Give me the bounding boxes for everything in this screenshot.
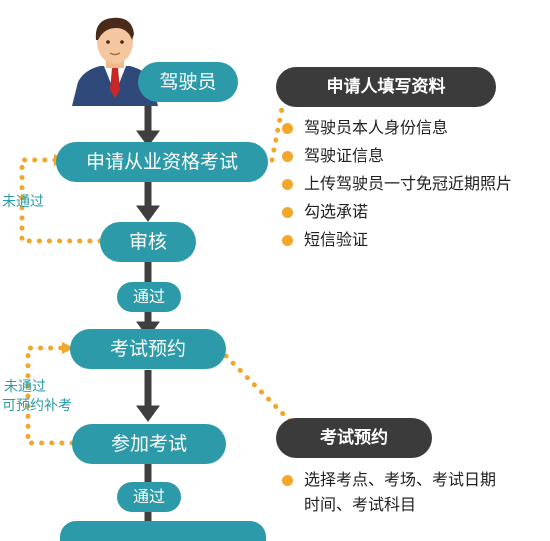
bullet-dot-icon [282, 475, 293, 486]
driver-node: 驾驶员 [138, 62, 238, 102]
take-exam-node: 参加考试 [72, 424, 226, 464]
bullet-dot-icon [282, 235, 293, 246]
fail-label-2: 未通过 [4, 379, 46, 395]
list-item: 选择考点、考场、考试日期 [282, 466, 496, 494]
review-node: 审核 [100, 222, 196, 262]
flow-arrow [136, 180, 160, 222]
applicant-info-list: 驾驶员本人身份信息 驾驶证信息 上传驾驶员一寸免冠近期照片 勾选承诺 短信验证 [282, 114, 512, 254]
retry-arrowhead-2 [62, 342, 74, 354]
flow-arrow [136, 370, 160, 422]
fail-label-1: 未通过 [2, 194, 44, 210]
exam-booking-node: 考试预约 [70, 329, 226, 369]
bullet-dot-icon [282, 151, 293, 162]
panel-applicant-info-title: 申请人填写资料 [276, 67, 496, 107]
apply-exam-node: 申请从业资格考试 [56, 142, 268, 182]
list-item-text: 选择考点、考场、考试日期 [304, 470, 497, 489]
pass-badge-2: 通过 [117, 482, 181, 512]
list-item: 驾驶证信息 [282, 142, 512, 170]
bullet-dot-icon [282, 123, 293, 134]
exam-booking-list: 选择考点、考场、考试日期 时间、考试科目 [282, 466, 496, 516]
retake-label: 可预约补考 [2, 398, 72, 414]
bullet-dot-icon [282, 207, 293, 218]
retry-loop-2 [25, 345, 75, 446]
list-item: 短信验证 [282, 226, 512, 254]
list-item: 驾驶员本人身份信息 [282, 114, 512, 142]
pass-badge-1: 通过 [117, 282, 181, 312]
list-item: 勾选承诺 [282, 198, 512, 226]
list-item-text: 驾驶证信息 [304, 146, 385, 165]
bullet-dot-icon [282, 179, 293, 190]
list-item-text: 时间、考试科目 [304, 495, 417, 514]
list-item: 时间、考试科目 [282, 494, 496, 516]
panel1-connector [269, 105, 285, 163]
panel-exam-booking-title: 考试预约 [276, 418, 432, 458]
list-item: 上传驾驶员一寸免冠近期照片 [282, 170, 512, 198]
list-item-text: 勾选承诺 [304, 202, 369, 221]
list-item-text: 驾驶员本人身份信息 [304, 118, 449, 137]
list-item-text: 上传驾驶员一寸免冠近期照片 [304, 174, 513, 193]
driver-avatar-icon [72, 17, 158, 106]
list-item-text: 短信验证 [304, 230, 369, 249]
panel2-connector [223, 353, 295, 426]
flow-arrow [136, 102, 160, 147]
retry-loop-1 [19, 157, 103, 244]
next-node-edge [60, 521, 266, 541]
